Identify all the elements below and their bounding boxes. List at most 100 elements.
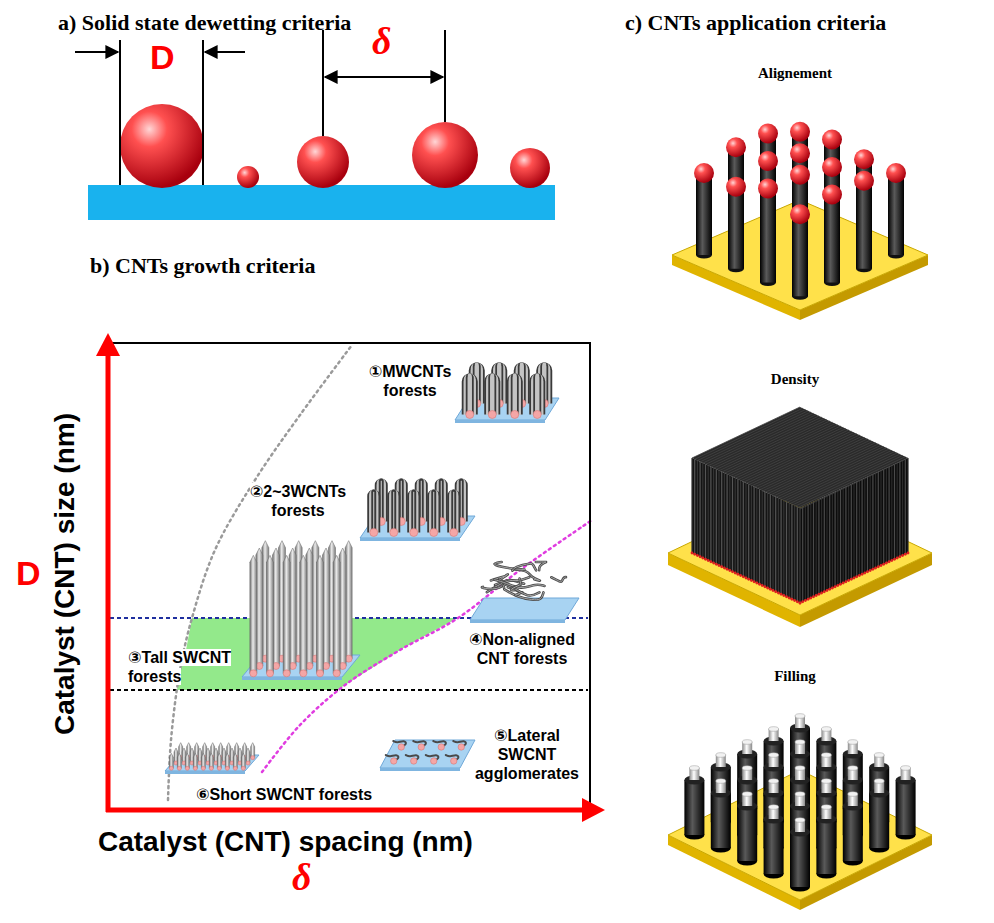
catalyst-dot <box>766 587 769 590</box>
catalyst-particle <box>237 166 259 188</box>
nanotube-wall <box>532 375 542 415</box>
catalyst-dot <box>333 670 340 677</box>
non-aligned-forest <box>470 562 579 623</box>
label-text: δ <box>292 856 311 898</box>
dense-nanotube <box>856 482 857 577</box>
catalyst-cap <box>790 122 810 142</box>
catalyst-dot <box>458 744 464 750</box>
catalyst-dot <box>899 555 902 558</box>
dense-nanotube <box>816 501 817 596</box>
axis-title: Catalyst (CNT) size (nm) <box>49 364 81 784</box>
catalyst-dot <box>451 758 457 764</box>
region-label: ③Tall SWCNT forests <box>128 648 242 686</box>
catalyst-dot <box>861 573 864 576</box>
catalyst-dot <box>780 593 783 596</box>
dimension-line <box>444 30 446 122</box>
filling-core-top <box>769 805 779 810</box>
dimension-label: δ <box>372 20 391 62</box>
nanotube <box>283 555 290 673</box>
dewetting-panel <box>75 30 555 220</box>
catalyst-dot <box>704 558 707 561</box>
catalyst-dot <box>882 563 885 566</box>
y-axis <box>106 352 111 812</box>
dense-nanotube <box>853 483 854 578</box>
substrate-edge <box>380 768 460 771</box>
region-label: ①MWCNTs forests <box>355 362 465 400</box>
dense-nanotube <box>872 474 873 569</box>
filling-core-top <box>795 792 805 797</box>
catalyst-dot <box>836 584 839 587</box>
panel-heading: a) Solid state dewetting criteria <box>58 10 351 36</box>
nanotube-wall <box>430 491 437 533</box>
dense-nanotube <box>745 483 746 578</box>
dense-nanotube <box>845 487 846 582</box>
tangled-nanotube <box>536 562 546 570</box>
dense-nanotube <box>886 468 887 563</box>
filling-core-top <box>795 714 805 719</box>
filling-core-top <box>848 740 858 745</box>
catalyst-dot <box>855 575 858 578</box>
dense-nanotube <box>805 506 806 601</box>
application-panel <box>668 122 932 910</box>
dense-nanotube <box>740 481 741 576</box>
catalyst-dot <box>818 593 821 596</box>
label-text: ②2~3WCNTs forests <box>250 483 346 519</box>
nanotube <box>888 177 904 255</box>
catalyst-dot <box>907 552 910 555</box>
dense-nanotube <box>789 503 790 598</box>
label-text: δ <box>372 20 391 62</box>
filling-core-top <box>742 792 752 797</box>
dimension-arrow <box>325 76 443 78</box>
nanotube-wall <box>368 491 379 533</box>
dense-nanotube <box>708 466 709 561</box>
catalyst-dot <box>710 560 713 563</box>
catalyst-dot <box>785 595 788 598</box>
dense-nanotube <box>902 461 903 556</box>
dimension-arrow <box>205 51 245 53</box>
dense-nanotube <box>807 504 808 599</box>
dense-nanotube <box>861 479 862 574</box>
catalyst-dot <box>828 588 831 591</box>
filling-core-top <box>821 805 831 810</box>
mwcnt-forest <box>455 364 559 424</box>
catalyst-dot <box>450 529 458 537</box>
dimension-label: D <box>150 38 175 76</box>
catalyst-dot <box>241 766 245 770</box>
catalyst-dot <box>758 583 761 586</box>
catalyst-dot <box>737 573 740 576</box>
criterion-label: Filling <box>745 667 845 685</box>
dense-nanotube <box>770 494 771 589</box>
dense-nanotube <box>735 478 736 573</box>
catalyst-dot <box>715 563 718 566</box>
label-text: c) CNTs application criteria <box>625 10 886 35</box>
dimension-line <box>322 30 324 136</box>
catalyst-cap <box>854 171 874 191</box>
label-text: D <box>150 38 175 76</box>
dense-nanotube <box>694 459 695 554</box>
catalyst-dot <box>720 565 723 568</box>
electrode-top <box>668 770 932 900</box>
nanotube-wall <box>448 491 459 533</box>
catalyst-dot <box>880 564 883 567</box>
catalyst-cap <box>726 177 746 197</box>
region-label: ②2~3WCNTs forests <box>238 482 358 520</box>
nanotube <box>764 819 784 874</box>
nanotube-wall <box>467 375 473 415</box>
nanotube <box>250 555 257 673</box>
dense-nanotube <box>716 469 717 564</box>
nanotube-wall <box>485 375 499 415</box>
nanotube-wall <box>536 375 538 415</box>
catalyst-cap <box>822 130 842 150</box>
catalyst-dot <box>901 554 904 557</box>
forest-top-line <box>792 454 900 505</box>
catalyst-particle <box>510 148 550 188</box>
catalyst-dot <box>712 562 715 565</box>
criterion-label: Alignement <box>745 64 845 82</box>
axis-title: Catalyst (CNT) spacing (nm) <box>98 826 473 858</box>
few-wall-forest <box>360 480 475 542</box>
filling-core-top <box>689 766 699 771</box>
dense-nanotube <box>883 469 884 564</box>
catalyst-dot <box>847 579 850 582</box>
